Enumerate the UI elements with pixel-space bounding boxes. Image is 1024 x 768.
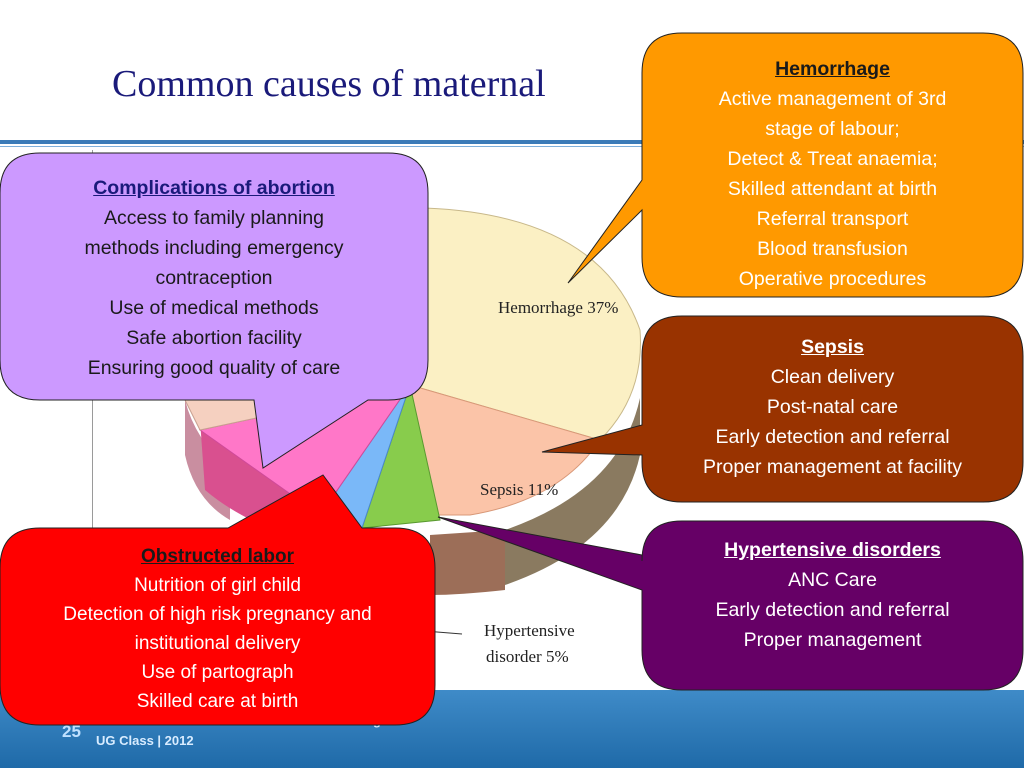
callout-hemorrhage: Hemorrhage Active management of 3rd stag…	[642, 54, 1023, 294]
callout-hemorrhage-line: Active management of 3rd	[718, 88, 947, 110]
callout-hemorrhage-line: Detect & Treat anaemia;	[727, 148, 938, 170]
callout-hemorrhage-shape	[567, 32, 1024, 298]
title-divider-thin	[0, 146, 1024, 147]
callout-hypertensive: Hypertensive disorders ANC Care Early de…	[642, 535, 1023, 655]
callout-abortion: Complications of abortion Access to fami…	[0, 173, 428, 383]
callout-sepsis-line: Proper management at facility	[702, 456, 963, 478]
callout-sepsis-line: Early detection and referral	[715, 426, 950, 448]
callout-sepsis: Sepsis Clean delivery Post-natal care Ea…	[642, 332, 1023, 482]
slide-title: Common causes of maternal	[112, 63, 546, 105]
callout-hypertensive-line: Early detection and referral	[715, 599, 950, 621]
callout-hypertensive-line: ANC Care	[788, 569, 877, 591]
callout-hypertensive-shape	[437, 516, 1024, 691]
callout-obstructed-line: Skilled care at birth	[136, 691, 299, 712]
callout-obstructed-heading: Obstructed labor	[140, 546, 295, 567]
footer-class: UG Class | 2012	[96, 733, 194, 748]
callout-obstructed-shape	[0, 474, 436, 726]
callout-obstructed: Obstructed labor Nutrition of girl child…	[0, 542, 435, 716]
callout-abortion-line: Safe abortion facility	[126, 327, 302, 349]
callout-hemorrhage-heading: Hemorrhage	[775, 58, 890, 80]
callout-obstructed-line: Nutrition of girl child	[134, 575, 301, 596]
callout-abortion-line: methods including emergency	[84, 237, 344, 259]
title-divider	[0, 140, 1024, 144]
callout-hemorrhage-line: Referral transport	[756, 208, 909, 230]
callout-hypertensive-line: Proper management	[743, 629, 922, 651]
callout-hemorrhage-line: Blood transfusion	[757, 238, 908, 260]
callout-hemorrhage-line: Skilled attendant at birth	[727, 178, 938, 200]
pie-label-hypertensive-1: Hypertensive	[484, 621, 575, 640]
callout-hemorrhage-line: Operative procedures	[738, 268, 927, 290]
callout-obstructed-line: institutional delivery	[134, 633, 301, 654]
callout-abortion-shape	[0, 152, 429, 469]
callout-abortion-line: Use of medical methods	[109, 297, 319, 319]
callout-abortion-line: Access to family planning	[103, 207, 325, 229]
callout-obstructed-line: Use of partograph	[141, 662, 294, 683]
callout-hemorrhage-line: stage of labour;	[765, 118, 900, 140]
callout-abortion-line: Ensuring good quality of care	[87, 357, 341, 379]
callout-hypertensive-heading: Hypertensive disorders	[724, 539, 941, 561]
callout-sepsis-line: Post-natal care	[766, 396, 899, 418]
callout-sepsis-heading: Sepsis	[801, 336, 864, 358]
callout-obstructed-line: Detection of high risk pregnancy and	[63, 604, 372, 625]
callout-sepsis-shape	[541, 315, 1024, 503]
pie-label-hypertensive-2: disorder 5%	[486, 647, 569, 666]
pie-label-hemorrhage: Hemorrhage 37%	[498, 298, 618, 317]
callout-sepsis-line: Clean delivery	[770, 366, 895, 388]
pie-wall-sepsis	[430, 530, 505, 595]
chart-frame	[92, 150, 733, 690]
pie-label-sepsis: Sepsis 11%	[480, 480, 558, 499]
callout-abortion-heading: Complications of abortion	[93, 177, 335, 199]
page-number: 25	[62, 722, 81, 741]
callout-abortion-line: contraception	[155, 267, 273, 289]
